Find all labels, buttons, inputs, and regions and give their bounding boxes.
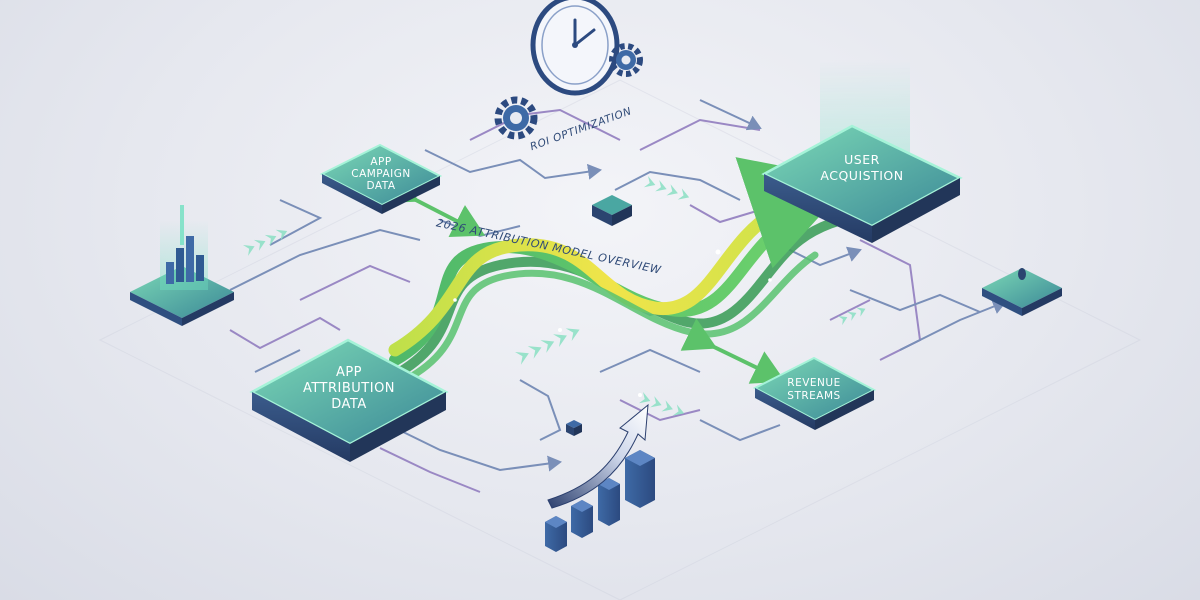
node-label-line: CAMPAIGN <box>351 168 411 180</box>
growth-bar <box>598 478 620 526</box>
connector-line <box>229 316 341 350</box>
attribution-ribbons <box>388 157 865 384</box>
small-cube <box>566 420 582 436</box>
connector-line <box>519 379 562 441</box>
connector-line <box>469 108 621 141</box>
node-label-line: APP <box>336 365 362 380</box>
node-label-line: APP <box>370 156 391 168</box>
node-label-line: ACQUISTION <box>820 168 903 183</box>
connector-line <box>619 399 701 422</box>
connector-line <box>229 228 421 291</box>
chevron-icon <box>643 176 690 200</box>
bidirectional-arrow <box>680 318 786 384</box>
ribbon-green-edge <box>401 251 819 384</box>
node-app-campaign-data[interactable]: APP CAMPAIGN DATA <box>319 143 443 214</box>
growth-bar <box>545 516 567 552</box>
node-label-line: REVENUE <box>787 377 840 389</box>
bar-chart-icon <box>545 450 655 552</box>
bar-tower-icon <box>130 205 234 326</box>
node-user-acquisition[interactable]: USER ACQUISTION <box>761 60 963 243</box>
chevron-icon <box>638 392 685 416</box>
gear-icon <box>494 96 538 140</box>
chevron-arrows <box>243 176 866 416</box>
small-cube <box>592 195 632 226</box>
connector-line <box>254 349 301 373</box>
node-label-line: USER <box>844 152 880 167</box>
bidirectional-arrow <box>382 171 486 238</box>
node-label-line: DATA <box>331 397 367 412</box>
connector-line <box>689 204 761 224</box>
connector-line <box>379 447 481 493</box>
sparkles <box>453 249 772 397</box>
connector-line <box>269 199 323 246</box>
ribbon-yellow <box>388 157 853 357</box>
connector-line <box>699 419 781 442</box>
chevron-icon <box>515 328 580 365</box>
roi-optimization-cluster: ROI OPTIMIZATION <box>494 0 643 153</box>
node-label-line: ATTRIBUTION <box>303 381 395 396</box>
connector-line <box>699 99 762 131</box>
connector-line <box>614 170 741 201</box>
connector-line <box>299 264 411 301</box>
node-label-line: STREAMS <box>787 390 840 402</box>
connector-line <box>394 427 562 472</box>
connector-line <box>899 299 1007 351</box>
growth-bar <box>571 500 593 538</box>
chevron-icon <box>838 307 866 326</box>
node-revenue-streams[interactable]: REVENUE STREAMS <box>752 356 877 430</box>
info-pad <box>982 268 1062 316</box>
growth-bar <box>625 450 655 508</box>
connector-line <box>599 348 701 373</box>
connector-line <box>829 299 871 321</box>
connector-line <box>424 149 602 180</box>
connector-line <box>639 118 761 151</box>
trend-arrow-icon <box>547 403 649 509</box>
connector-line <box>849 289 981 313</box>
gear-icon <box>609 43 643 77</box>
node-app-attribution-data[interactable]: APP ATTRIBUTION DATA <box>249 338 449 462</box>
chevron-icon <box>243 229 288 256</box>
node-label-line: DATA <box>366 180 395 192</box>
clock-icon <box>530 0 620 96</box>
ground-plane <box>98 79 1142 600</box>
